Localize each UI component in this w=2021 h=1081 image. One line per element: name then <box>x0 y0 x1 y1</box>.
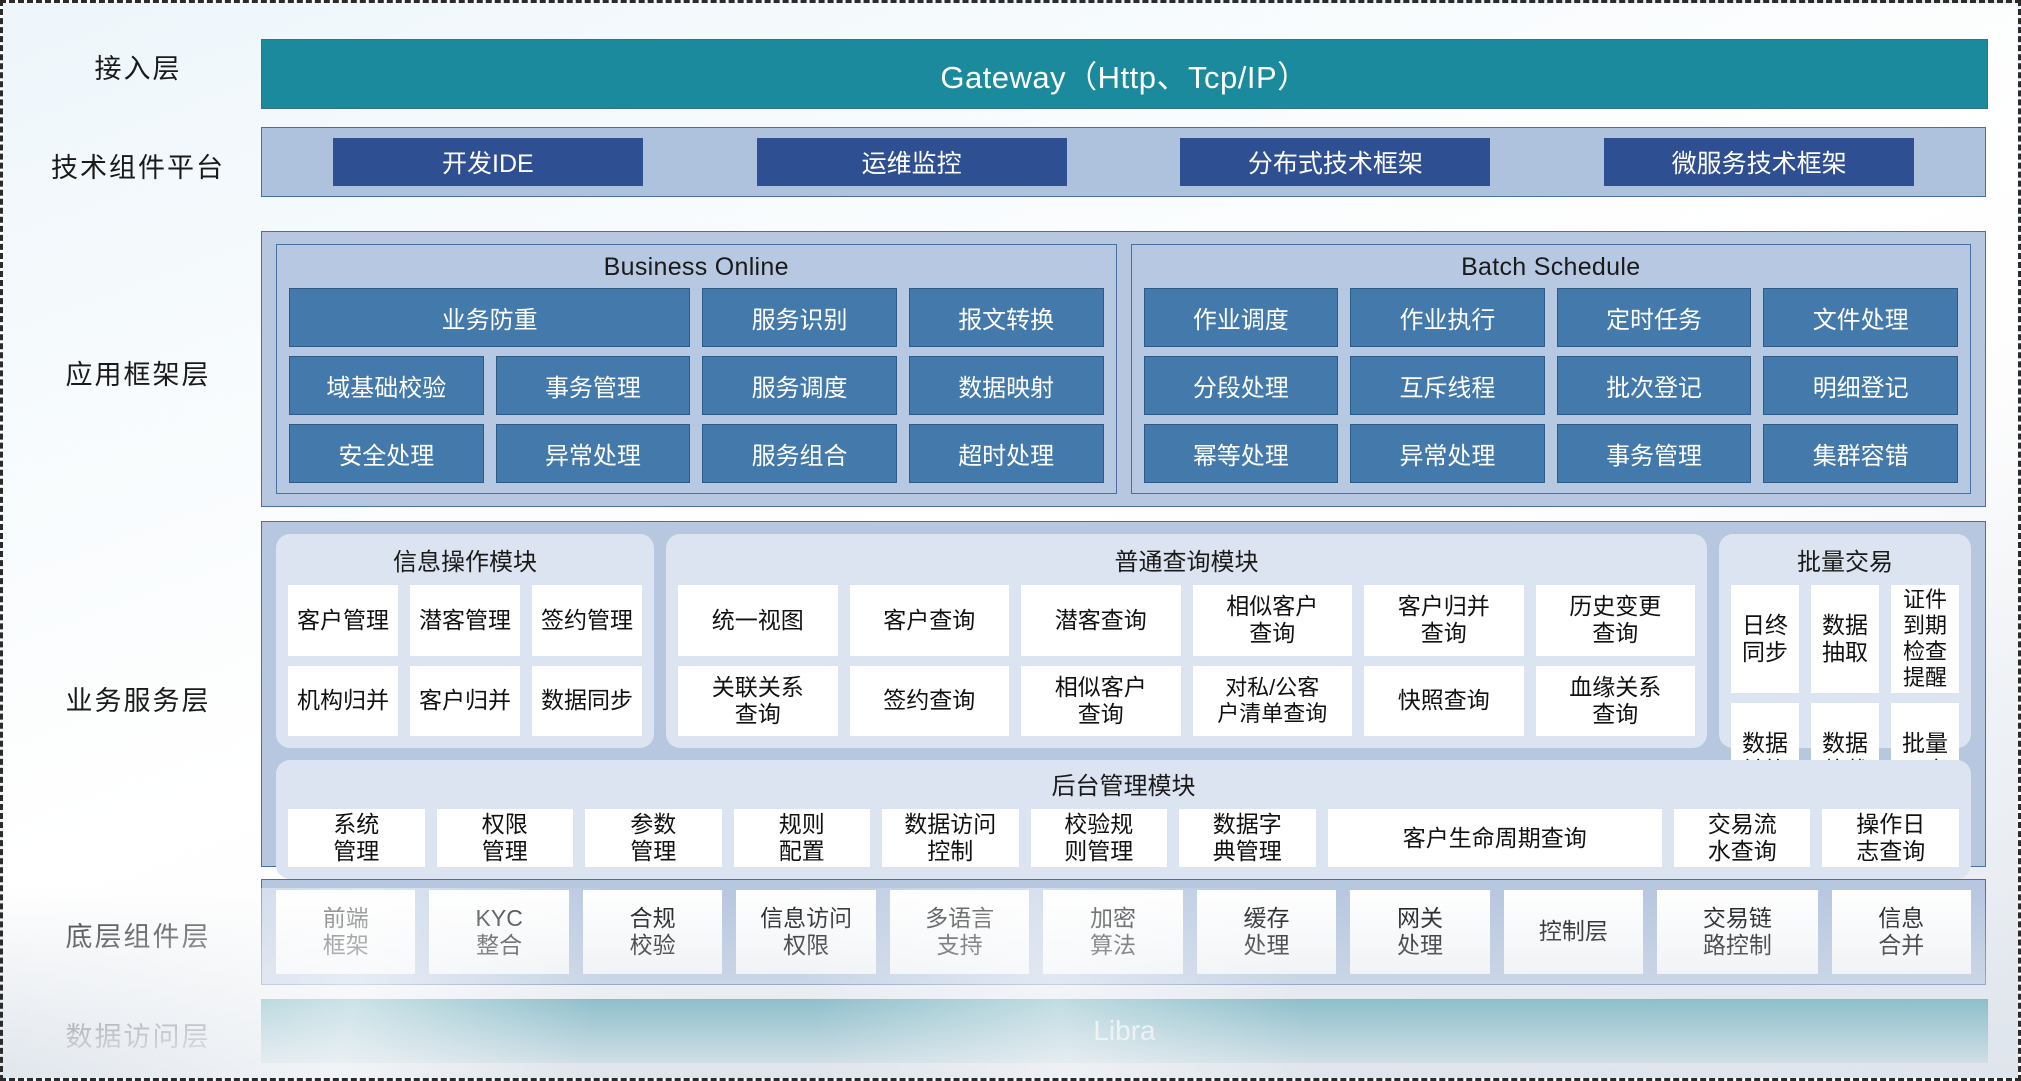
admin-card-8[interactable]: 交易流水查询 <box>1673 809 1811 868</box>
layer-label-access: 接入层 <box>94 54 182 84</box>
bs-chip-10[interactable]: 事务管理 <box>1556 424 1752 483</box>
panel-title-business-online: Business Online <box>603 253 789 281</box>
base-card-8[interactable]: 控制层 <box>1503 890 1644 974</box>
data-access-bar: Libra <box>261 999 1988 1063</box>
bs-chip-0[interactable]: 作业调度 <box>1143 288 1339 347</box>
admin-card-1[interactable]: 权限管理 <box>436 809 573 868</box>
query-card-7[interactable]: 签约查询 <box>849 665 1009 736</box>
bo-chip-7[interactable]: 安全处理 <box>289 424 484 483</box>
info-card-4[interactable]: 客户归并 <box>410 665 520 736</box>
panel-business-online: Business Online 业务防重 服务识别 报文转换 域基础校验 事务管… <box>276 244 1117 494</box>
query-card-2[interactable]: 潜客查询 <box>1021 585 1181 656</box>
admin-card-0[interactable]: 系统管理 <box>288 809 425 868</box>
info-card-1[interactable]: 潜客管理 <box>410 585 520 656</box>
business-service-layer: 信息操作模块 客户管理 潜客管理 签约管理 机构归并 客户归并 数据同步 普通查… <box>261 521 1986 880</box>
query-card-3[interactable]: 相似客户查询 <box>1192 585 1352 656</box>
bo-chip-1[interactable]: 服务识别 <box>702 288 897 347</box>
bo-chip-2[interactable]: 报文转换 <box>908 288 1104 347</box>
base-card-7[interactable]: 网关处理 <box>1350 890 1490 974</box>
query-card-5[interactable]: 历史变更查询 <box>1535 585 1695 656</box>
admin-card-5[interactable]: 校验规则管理 <box>1030 809 1168 868</box>
admin-card-2[interactable]: 参数管理 <box>585 809 722 868</box>
admin-card-4[interactable]: 数据访问控制 <box>882 809 1019 868</box>
panel-title-batch-schedule: Batch Schedule <box>1461 253 1641 281</box>
base-card-0[interactable]: 前端框架 <box>276 890 416 974</box>
bs-chip-2[interactable]: 定时任务 <box>1556 288 1752 347</box>
admin-card-3[interactable]: 规则配置 <box>733 809 871 868</box>
module-common-query: 普通查询模块 统一视图 客户查询 潜客查询 相似客户查询 客户归并查询 历史变更… <box>666 534 1707 748</box>
bo-chip-3[interactable]: 域基础校验 <box>289 356 484 415</box>
info-card-0[interactable]: 客户管理 <box>288 585 398 656</box>
bo-chip-9[interactable]: 服务组合 <box>702 424 897 483</box>
module-title-info-operation: 信息操作模块 <box>393 549 537 576</box>
module-title-backend-admin: 后台管理模块 <box>1051 773 1196 800</box>
batch-card-2[interactable]: 证件到期检查提醒 <box>1891 585 1959 693</box>
tech-platform-band: 开发IDE 运维监控 分布式技术框架 微服务技术框架 <box>261 127 1986 197</box>
tech-chip-ide[interactable]: 开发IDE <box>332 138 643 186</box>
data-access-label: Libra <box>1093 1015 1156 1046</box>
base-card-2[interactable]: 合规校验 <box>582 890 723 974</box>
query-card-11[interactable]: 血缘关系查询 <box>1535 665 1695 736</box>
base-card-10[interactable]: 信息合并 <box>1831 890 1971 974</box>
layer-label-appframe: 应用框架层 <box>65 360 211 390</box>
module-info-operation: 信息操作模块 客户管理 潜客管理 签约管理 机构归并 客户归并 数据同步 <box>276 534 654 748</box>
bo-chip-5[interactable]: 服务调度 <box>702 356 897 415</box>
bs-chip-3[interactable]: 文件处理 <box>1763 288 1958 347</box>
admin-card-9[interactable]: 操作日志查询 <box>1822 809 1959 868</box>
module-title-batch-transaction: 批量交易 <box>1797 549 1893 576</box>
admin-card-7[interactable]: 客户生命周期查询 <box>1327 809 1662 868</box>
bs-chip-8[interactable]: 幂等处理 <box>1143 424 1339 483</box>
application-framework-layer: Business Online 业务防重 服务识别 报文转换 域基础校验 事务管… <box>261 231 1986 507</box>
batch-card-0[interactable]: 日终同步 <box>1731 585 1799 693</box>
info-card-5[interactable]: 数据同步 <box>532 665 642 736</box>
layer-label-base: 底层组件层 <box>65 922 211 952</box>
layer-label-tech: 技术组件平台 <box>51 153 225 183</box>
gateway-label: Gateway（Http、Tcp/IP） <box>940 59 1309 95</box>
info-card-3[interactable]: 机构归并 <box>288 665 398 736</box>
query-card-4[interactable]: 客户归并查询 <box>1364 585 1524 656</box>
bs-chip-4[interactable]: 分段处理 <box>1143 356 1339 415</box>
module-backend-admin: 后台管理模块 系统管理 权限管理 参数管理 规则配置 数据访问控制 校验规则管理… <box>276 760 1971 880</box>
base-card-9[interactable]: 交易链路控制 <box>1657 890 1818 974</box>
query-card-9[interactable]: 对私/公客户清单查询 <box>1192 665 1352 736</box>
bs-chip-7[interactable]: 明细登记 <box>1763 356 1958 415</box>
bs-chip-11[interactable]: 集群容错 <box>1763 424 1958 483</box>
query-card-6[interactable]: 关联关系查询 <box>678 665 838 736</box>
tech-chip-distributed[interactable]: 分布式技术框架 <box>1180 138 1491 186</box>
query-card-0[interactable]: 统一视图 <box>678 585 838 656</box>
tech-chip-microservice[interactable]: 微服务技术框架 <box>1604 138 1915 186</box>
batch-card-1[interactable]: 数据抽取 <box>1811 585 1879 693</box>
bo-chip-6[interactable]: 数据映射 <box>908 356 1104 415</box>
bs-chip-1[interactable]: 作业执行 <box>1350 288 1545 347</box>
module-title-common-query: 普通查询模块 <box>1114 549 1259 576</box>
query-card-1[interactable]: 客户查询 <box>849 585 1009 656</box>
base-card-5[interactable]: 加密算法 <box>1043 890 1183 974</box>
bo-chip-8[interactable]: 异常处理 <box>495 424 691 483</box>
base-card-4[interactable]: 多语言支持 <box>889 890 1030 974</box>
base-card-6[interactable]: 缓存处理 <box>1196 890 1337 974</box>
gateway-bar: Gateway（Http、Tcp/IP） <box>261 39 1988 109</box>
bs-chip-9[interactable]: 异常处理 <box>1350 424 1545 483</box>
bs-chip-5[interactable]: 互斥线程 <box>1350 356 1545 415</box>
layer-label-data: 数据访问层 <box>65 1022 211 1052</box>
bo-chip-10[interactable]: 超时处理 <box>908 424 1104 483</box>
query-card-8[interactable]: 相似客户查询 <box>1021 665 1181 736</box>
info-card-2[interactable]: 签约管理 <box>532 585 642 656</box>
panel-batch-schedule: Batch Schedule 作业调度 作业执行 定时任务 文件处理 分段处理 … <box>1130 244 1971 494</box>
layer-label-biz: 业务服务层 <box>65 686 211 716</box>
admin-card-6[interactable]: 数据字典管理 <box>1179 809 1316 868</box>
bo-chip-4[interactable]: 事务管理 <box>495 356 691 415</box>
bs-chip-6[interactable]: 批次登记 <box>1556 356 1752 415</box>
query-card-10[interactable]: 快照查询 <box>1364 665 1524 736</box>
tech-chip-ops[interactable]: 运维监控 <box>756 138 1067 186</box>
base-card-3[interactable]: 信息访问权限 <box>736 890 876 974</box>
bo-chip-0[interactable]: 业务防重 <box>289 288 691 347</box>
